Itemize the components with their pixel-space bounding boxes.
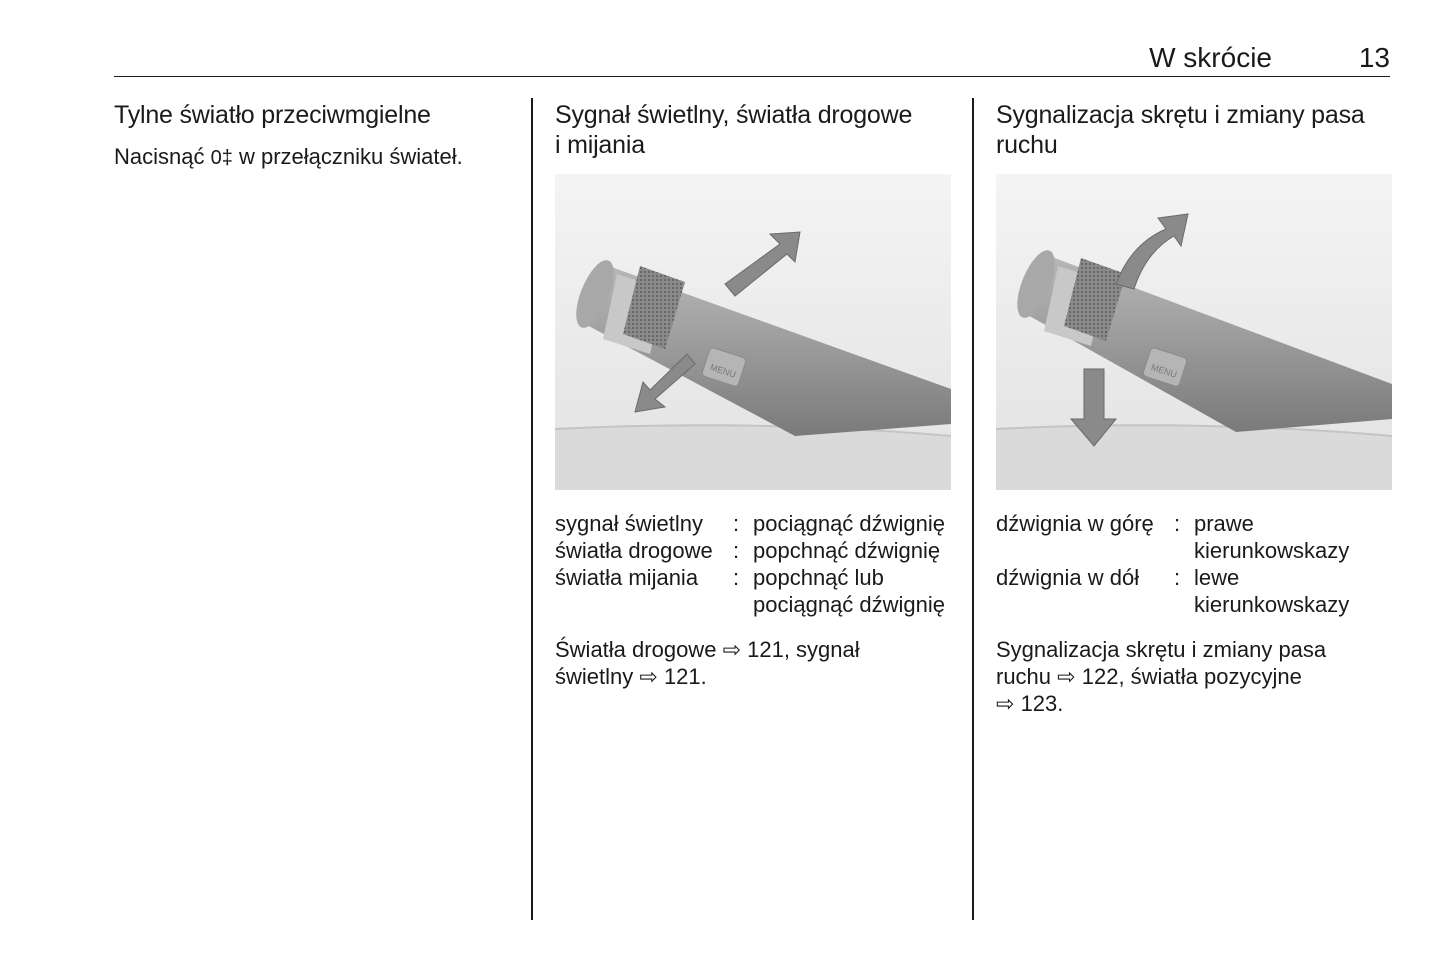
definition-term: dźwignia w dół bbox=[996, 565, 1140, 590]
definition-row: światła mijania : popchnąć lub pociągnąć… bbox=[555, 564, 951, 618]
ref-text: świetlny bbox=[555, 664, 634, 689]
definition-value: popchnąć lub pociągnąć dźwignię bbox=[753, 565, 946, 617]
page-header: W skrócie 13 bbox=[114, 40, 1390, 77]
definition-value: pociągnąć dźwignię bbox=[753, 511, 946, 536]
definition-row: sygnał świetlny : pociągnąć dźwignię bbox=[555, 510, 951, 537]
ref-link[interactable]: 121, sygnał bbox=[747, 637, 860, 662]
column-rear-fog-light: Tylne światło przeciwmgielne Nacisnąć 0‡… bbox=[114, 100, 514, 172]
definition-term: światła drogowe bbox=[555, 538, 713, 563]
definition-term: dźwignia w górę bbox=[996, 511, 1154, 536]
pull-arrow-icon bbox=[634, 353, 696, 413]
headlight-title-line1: Sygnał świetlny, światła drogowe bbox=[555, 101, 913, 129]
menu-button bbox=[701, 347, 747, 387]
definition-colon: : bbox=[1174, 565, 1181, 590]
page-number: 13 bbox=[1358, 42, 1390, 73]
turn-signal-title: Sygnalizacja skrętu i zmiany pasa ruchu bbox=[996, 100, 1392, 160]
turn-signal-title-line1: Sygnalizacja skrętu i zmiany pasa bbox=[996, 101, 1365, 129]
ref-link[interactable]: 122, światła pozycyjne bbox=[1081, 664, 1302, 689]
definition-value: prawe kierunkowskazy bbox=[1194, 511, 1350, 563]
turn-signal-references: Sygnalizacja skrętu i zmiany pasa ruchu … bbox=[996, 636, 1392, 717]
menu-button bbox=[1142, 347, 1188, 387]
lever-figure-headlight: MENU bbox=[555, 174, 951, 490]
headlight-definitions: sygnał świetlny : pociągnąć dźwignię świ… bbox=[555, 510, 951, 618]
column-headlight-signal: Sygnał świetlny, światła drogowe i mijan… bbox=[555, 100, 951, 690]
push-arrow-icon bbox=[724, 231, 801, 297]
ref-text: Sygnalizacja skrętu i zmiany pasa bbox=[996, 637, 1327, 662]
definition-term: sygnał świetlny bbox=[555, 511, 703, 536]
definition-colon: : bbox=[1174, 511, 1181, 536]
page-ref-arrow-icon: ⇨ bbox=[722, 637, 741, 662]
definition-value: lewe kierunkowskazy bbox=[1194, 565, 1350, 617]
definition-value: popchnąć dźwignię bbox=[753, 538, 941, 563]
definition-row: światła drogowe : popchnąć dźwignię bbox=[555, 537, 951, 564]
page-ref-arrow-icon: ⇨ bbox=[639, 664, 658, 689]
headlight-title-line2: i mijania bbox=[555, 131, 645, 159]
rear-fog-text: Nacisnąć 0‡ w przełączniku świateł. bbox=[114, 143, 514, 172]
definition-colon: : bbox=[733, 565, 740, 590]
headlight-references: Światła drogowe ⇨ 121, sygnał świetlny ⇨… bbox=[555, 636, 951, 690]
page-ref-arrow-icon: ⇨ bbox=[1057, 664, 1076, 689]
up-arrow-icon bbox=[1115, 213, 1189, 290]
knurled-ring bbox=[1064, 258, 1126, 341]
definition-colon: : bbox=[733, 538, 740, 563]
ref-text: ruchu bbox=[996, 664, 1052, 689]
rear-fog-text-before: Nacisnąć bbox=[114, 144, 205, 169]
column-divider-2 bbox=[972, 98, 974, 920]
definition-row: dźwignia w dół : lewe kierunkowskazy bbox=[996, 564, 1392, 618]
column-turn-signal: Sygnalizacja skrętu i zmiany pasa ruchu … bbox=[996, 100, 1392, 717]
rear-fog-title: Tylne światło przeciwmgielne bbox=[114, 101, 431, 129]
definition-colon: : bbox=[733, 511, 740, 536]
turn-signal-title-line2: ruchu bbox=[996, 131, 1058, 159]
knurled-ring bbox=[623, 266, 685, 349]
lever-figure-turn-signal: MENU bbox=[996, 174, 1392, 490]
section-title: W skrócie bbox=[1149, 42, 1272, 73]
rear-fog-text-after: w przełączniku świateł. bbox=[238, 144, 463, 169]
page-ref-arrow-icon: ⇨ bbox=[996, 691, 1015, 716]
definition-row: dźwignia w górę : prawe kierunkowskazy bbox=[996, 510, 1392, 564]
fog-light-icon: 0‡ bbox=[210, 147, 233, 169]
column-divider-1 bbox=[531, 98, 533, 920]
ref-link[interactable]: 123. bbox=[1020, 691, 1064, 716]
down-arrow-icon bbox=[1069, 368, 1118, 447]
ref-link[interactable]: 121. bbox=[663, 664, 707, 689]
definition-term: światła mijania bbox=[555, 565, 699, 590]
headlight-title: Sygnał świetlny, światła drogowe i mijan… bbox=[555, 100, 951, 160]
ref-text: Światła drogowe bbox=[555, 637, 717, 662]
turn-signal-definitions: dźwignia w górę : prawe kierunkowskazy d… bbox=[996, 510, 1392, 618]
